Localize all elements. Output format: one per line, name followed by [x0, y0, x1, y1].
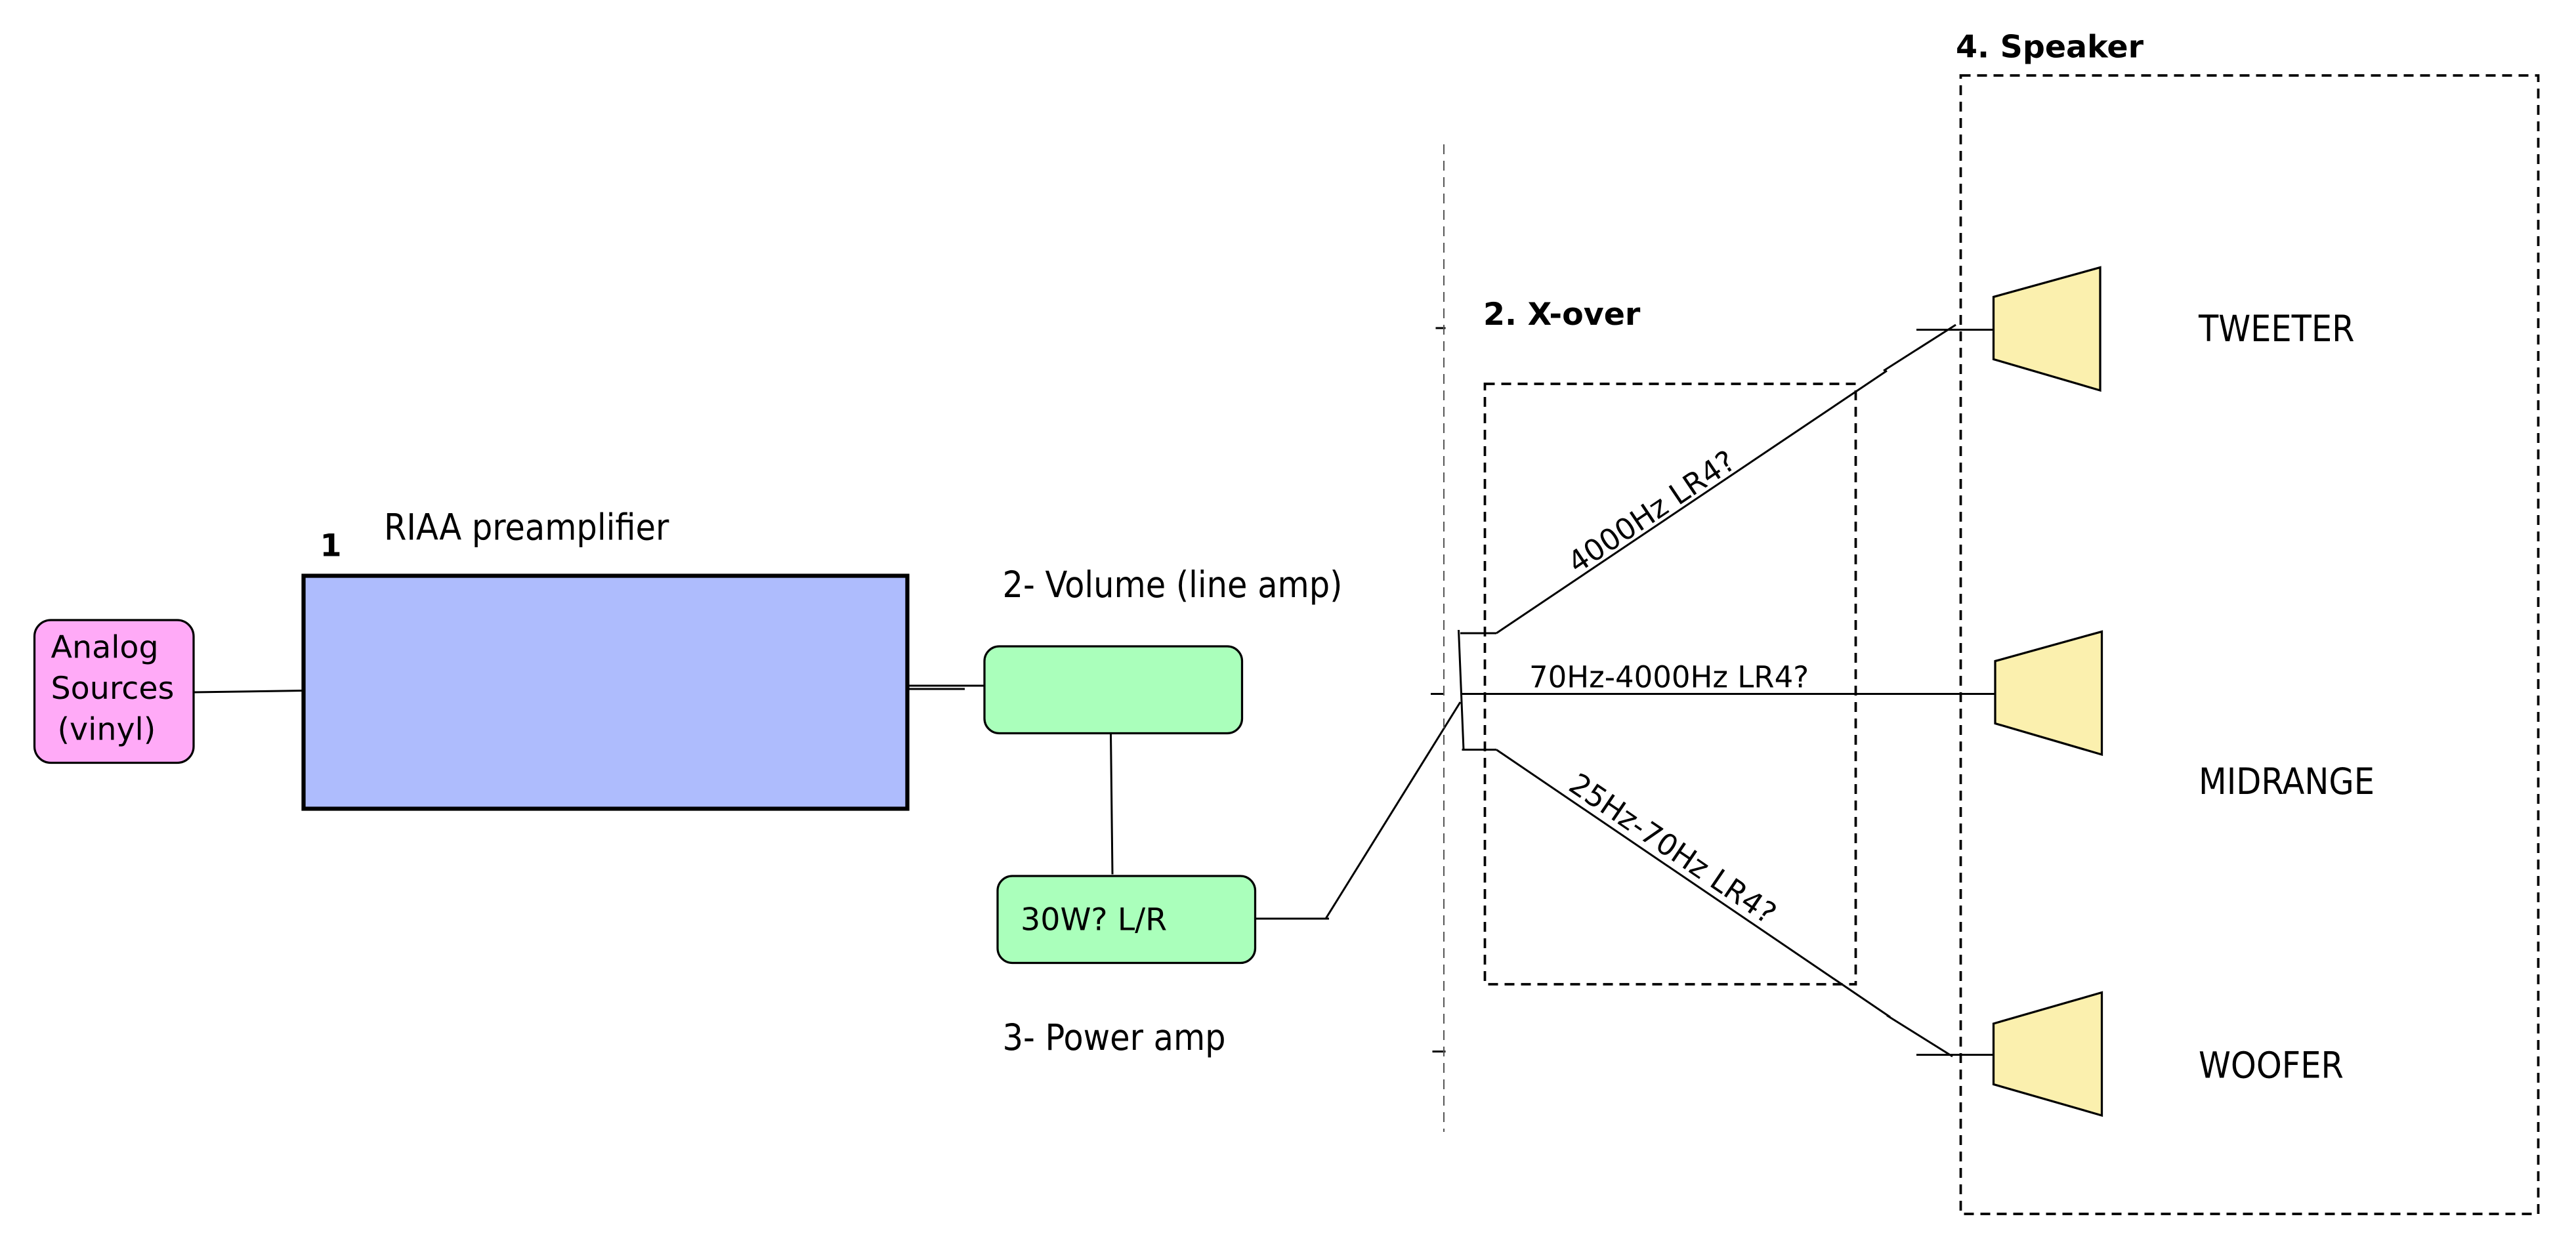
speaker-dashed-box: [1959, 74, 2540, 1215]
preamp-box: [301, 573, 910, 811]
preamp-block: 1 RIAA preamplifier: [301, 507, 910, 811]
power-amp-title: 3- Power amp: [1003, 1016, 1226, 1058]
crossover-block: 2. X-over 4000Hz LR4? 70Hz-4000Hz LR4? 2…: [1483, 297, 1857, 986]
analog-sources-block: Analog Sources (vinyl): [33, 619, 195, 764]
volume-to-power-line: [1110, 733, 1114, 875]
power-amp-box: [996, 875, 1257, 965]
sources-line-2: Sources: [51, 671, 175, 707]
connector-lines: [193, 323, 1995, 1058]
speaker-title: 4. Speaker: [1956, 30, 2144, 66]
volume-block: 2- Volume (line amp): [983, 564, 1343, 735]
volume-title: 2- Volume (line amp): [1003, 564, 1343, 606]
midrange-driver-icon: [1994, 630, 2103, 757]
analog-sources-box: [33, 619, 195, 764]
sources-line-3: (vinyl): [58, 712, 156, 748]
volume-box: [983, 645, 1244, 735]
woofer-branch-line: [1496, 749, 1891, 1018]
crossover-branch-tweeter-label: 4000Hz LR4?: [1561, 444, 1742, 581]
woofer-driver-icon: [1992, 991, 2103, 1117]
preamp-number: 1: [320, 528, 342, 564]
preamp-title: RIAA preamplifier: [384, 507, 669, 549]
tweeter-branch-line-2: [1883, 323, 1956, 372]
crossover-branch-midrange-label: 70Hz-4000Hz LR4?: [1529, 660, 1809, 695]
tweeter-branch-line: [1496, 369, 1888, 635]
midrange-label: MIDRANGE: [2199, 760, 2375, 802]
sources-to-preamp-line: [193, 690, 304, 694]
crossover-title: 2. X-over: [1483, 297, 1641, 333]
power-amp-block: 30W? L/R 3- Power amp: [996, 875, 1257, 1058]
crossover-branch-woofer-label: 25Hz-70Hz LR4?: [1563, 766, 1783, 931]
analog-sources-label: Analog Sources (vinyl): [51, 630, 184, 748]
tweeter-driver-icon: [1992, 266, 2101, 392]
sources-line-1: Analog: [51, 630, 159, 666]
tweeter-label: TWEETER: [2198, 308, 2355, 350]
woofer-branch-line-2: [1886, 1014, 1953, 1058]
woofer-label: WOOFER: [2199, 1045, 2344, 1087]
crossover-bus-line: [1458, 629, 1465, 750]
speaker-block: 4. Speaker TWEETER MIDRANGE WOOFER: [1956, 30, 2540, 1215]
power-amp-label: 30W? L/R: [1021, 902, 1167, 938]
crossover-dashed-box: [1483, 383, 1857, 986]
power-to-crossover-line: [1324, 701, 1462, 919]
